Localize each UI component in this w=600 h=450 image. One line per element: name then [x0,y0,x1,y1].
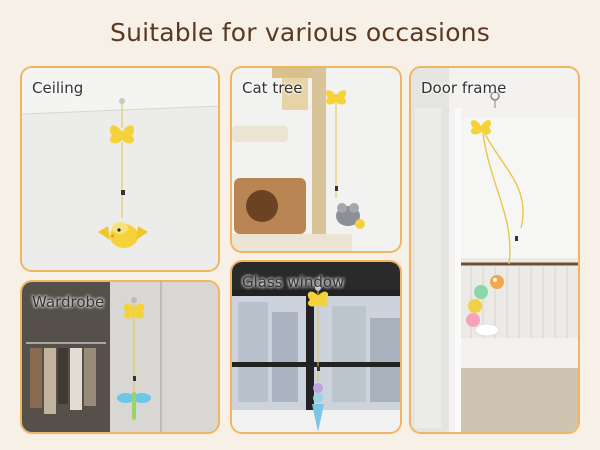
scene-label: Cat tree [242,79,303,97]
scene-card-wardrobe: Wardrobe [20,280,220,434]
glass-window-photo [232,262,400,432]
scene-card-cat-tree: Cat tree [230,66,402,253]
scene-card-door-frame: Door frame [409,66,580,434]
scene-label: Door frame [421,79,507,97]
scene-label: Glass window [242,273,345,291]
scene-label: Ceiling [32,79,84,97]
ceiling-photo [22,68,218,270]
scene-label: Wardrobe [32,293,105,311]
scene-card-glass-window: Glass window [230,260,402,434]
wardrobe-photo [22,282,218,432]
scene-card-ceiling: Ceiling [20,66,220,272]
cat-tree-photo [232,68,400,251]
door-frame-photo [411,68,578,432]
page-title: Suitable for various occasions [110,18,490,47]
